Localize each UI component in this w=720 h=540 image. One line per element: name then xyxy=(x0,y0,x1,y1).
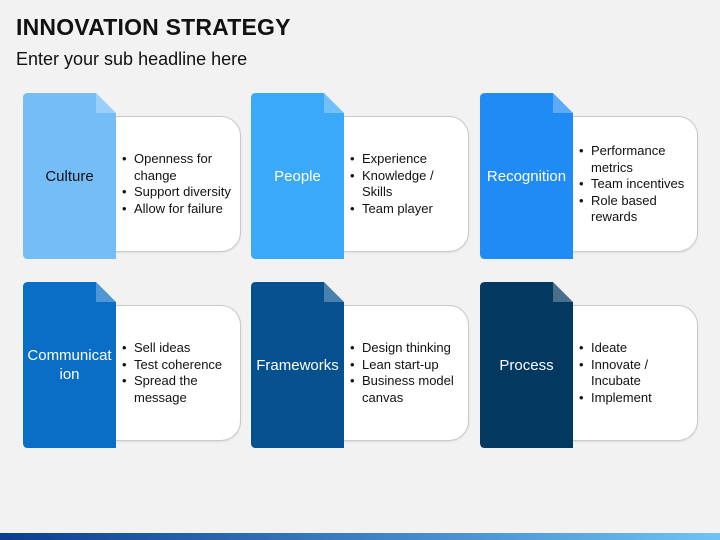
folded-tab-shape xyxy=(251,93,344,259)
folded-tab-shape xyxy=(480,93,573,259)
card-label: People xyxy=(274,167,321,185)
bullet-item: Sell ideas xyxy=(122,340,232,357)
card-recognition: Performance metrics Team incentives Role… xyxy=(480,93,698,259)
card-label: Communication xyxy=(27,347,112,383)
bullet-list: Ideate Innovate / Incubate Implement xyxy=(579,340,689,406)
bullet-item: Lean start-up xyxy=(350,357,460,374)
card-label: Frameworks xyxy=(256,356,339,374)
card-process: Ideate Innovate / Incubate Implement Pro… xyxy=(480,282,698,448)
card-tab: Recognition xyxy=(480,93,573,259)
bullet-list: Sell ideas Test coherence Spread the mes… xyxy=(122,340,232,406)
folded-tab-shape xyxy=(23,93,116,259)
bullet-item: Ideate xyxy=(579,340,689,357)
bullet-item: Team player xyxy=(350,201,460,218)
folded-tab-shape xyxy=(23,282,116,448)
bullet-list: Experience Knowledge / Skills Team playe… xyxy=(350,151,460,217)
card-tab: Communication xyxy=(23,282,116,448)
card-communication: Sell ideas Test coherence Spread the mes… xyxy=(23,282,241,448)
bullet-item: Experience xyxy=(350,151,460,168)
bullet-list: Performance metrics Team incentives Role… xyxy=(579,143,689,226)
card-people: Experience Knowledge / Skills Team playe… xyxy=(251,93,469,259)
card-label: Process xyxy=(499,356,554,374)
card-tab: Frameworks xyxy=(251,282,344,448)
bullet-item: Test coherence xyxy=(122,357,232,374)
bullet-item: Business model canvas xyxy=(350,373,460,406)
card-tab: People xyxy=(251,93,344,259)
bullet-list: Openness for change Support diversity Al… xyxy=(122,151,232,217)
card-label: Culture xyxy=(45,167,94,185)
bullet-item: Knowledge / Skills xyxy=(350,168,460,201)
card-tab: Culture xyxy=(23,93,116,259)
bullet-item: Spread the message xyxy=(122,373,232,406)
folded-tab-shape xyxy=(251,282,344,448)
page-title: INNOVATION STRATEGY xyxy=(16,14,291,40)
bullet-item: Performance metrics xyxy=(579,143,689,176)
bullet-item: Support diversity xyxy=(122,184,232,201)
bullet-item: Allow for failure xyxy=(122,201,232,218)
bullet-item: Design thinking xyxy=(350,340,460,357)
card-label: Recognition xyxy=(486,167,567,185)
card-culture: Openness for change Support diversity Al… xyxy=(23,93,241,259)
bullet-item: Team incentives xyxy=(579,176,689,193)
card-frameworks: Design thinking Lean start-up Business m… xyxy=(251,282,469,448)
bullet-item: Role based rewards xyxy=(579,192,689,225)
bullet-item: Implement xyxy=(579,390,689,407)
page-subtitle: Enter your sub headline here xyxy=(16,49,248,69)
bullet-item: Innovate / Incubate xyxy=(579,357,689,390)
bullet-item: Openness for change xyxy=(122,151,232,184)
bottom-gradient-bar xyxy=(0,533,720,540)
bullet-list: Design thinking Lean start-up Business m… xyxy=(350,340,460,406)
card-tab: Process xyxy=(480,282,573,448)
folded-tab-shape xyxy=(480,282,573,448)
